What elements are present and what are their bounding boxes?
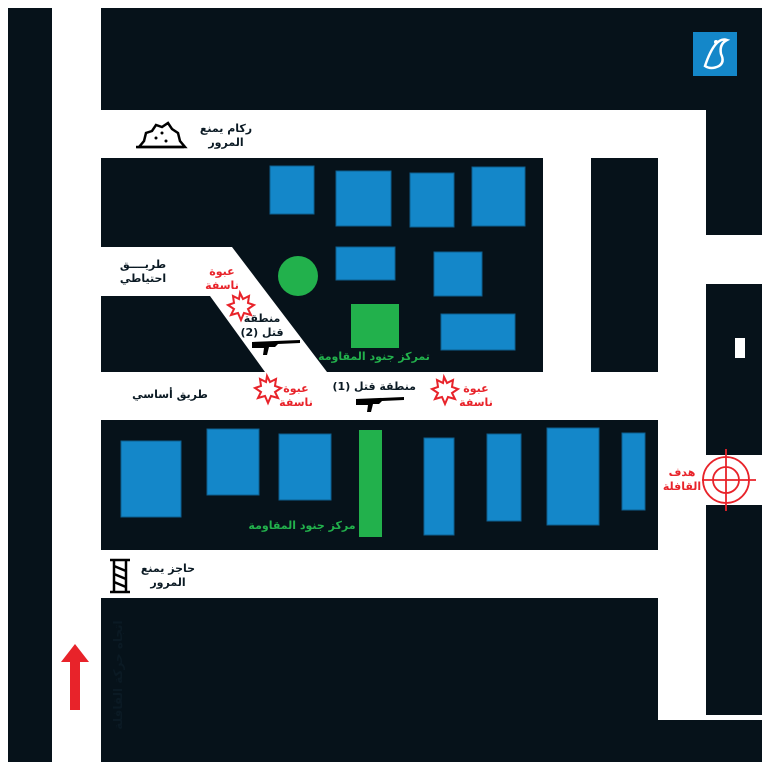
window-mark bbox=[735, 338, 745, 358]
building bbox=[433, 251, 483, 297]
kill-zone-1-label: منطقة قتل (1) bbox=[332, 380, 417, 393]
building bbox=[440, 313, 516, 351]
main-road-label: طريق أساسي bbox=[132, 388, 208, 401]
block-bottom bbox=[101, 598, 762, 762]
rifle-icon bbox=[356, 397, 404, 412]
building bbox=[409, 172, 455, 228]
logo-icon bbox=[693, 32, 737, 76]
resistance-position-bar bbox=[359, 430, 382, 537]
building bbox=[471, 166, 526, 227]
resistance-position-circle bbox=[278, 256, 318, 296]
block-north-east bbox=[591, 158, 658, 372]
convoy-direction-label: اتجاه حركة القافلة bbox=[111, 620, 125, 730]
arrow-up-icon bbox=[61, 644, 89, 710]
explosion-icon bbox=[225, 289, 257, 323]
building bbox=[269, 165, 315, 215]
building bbox=[423, 437, 455, 536]
building bbox=[335, 170, 392, 227]
explosion-icon bbox=[252, 372, 284, 406]
crosshair-icon bbox=[702, 449, 756, 511]
resistance-position-square bbox=[351, 304, 399, 348]
resistance-label-bottom: مركز جنود المقاومة bbox=[248, 519, 356, 532]
block-north-west bbox=[101, 296, 265, 372]
barrier-icon bbox=[110, 558, 130, 594]
building bbox=[278, 433, 332, 501]
rubble-icon bbox=[136, 121, 188, 149]
explosion-icon bbox=[429, 373, 461, 407]
block-top bbox=[101, 8, 762, 235]
building bbox=[486, 433, 522, 522]
building bbox=[120, 440, 182, 518]
building bbox=[206, 428, 260, 496]
resistance-label-top: تمركز جنود المقاومة bbox=[318, 350, 430, 363]
building bbox=[335, 246, 396, 281]
block-east-1 bbox=[706, 284, 762, 455]
rifle-icon bbox=[252, 340, 300, 355]
block-left-strip bbox=[8, 8, 52, 762]
block-east-2 bbox=[706, 505, 762, 715]
building bbox=[621, 432, 646, 511]
building bbox=[546, 427, 600, 526]
